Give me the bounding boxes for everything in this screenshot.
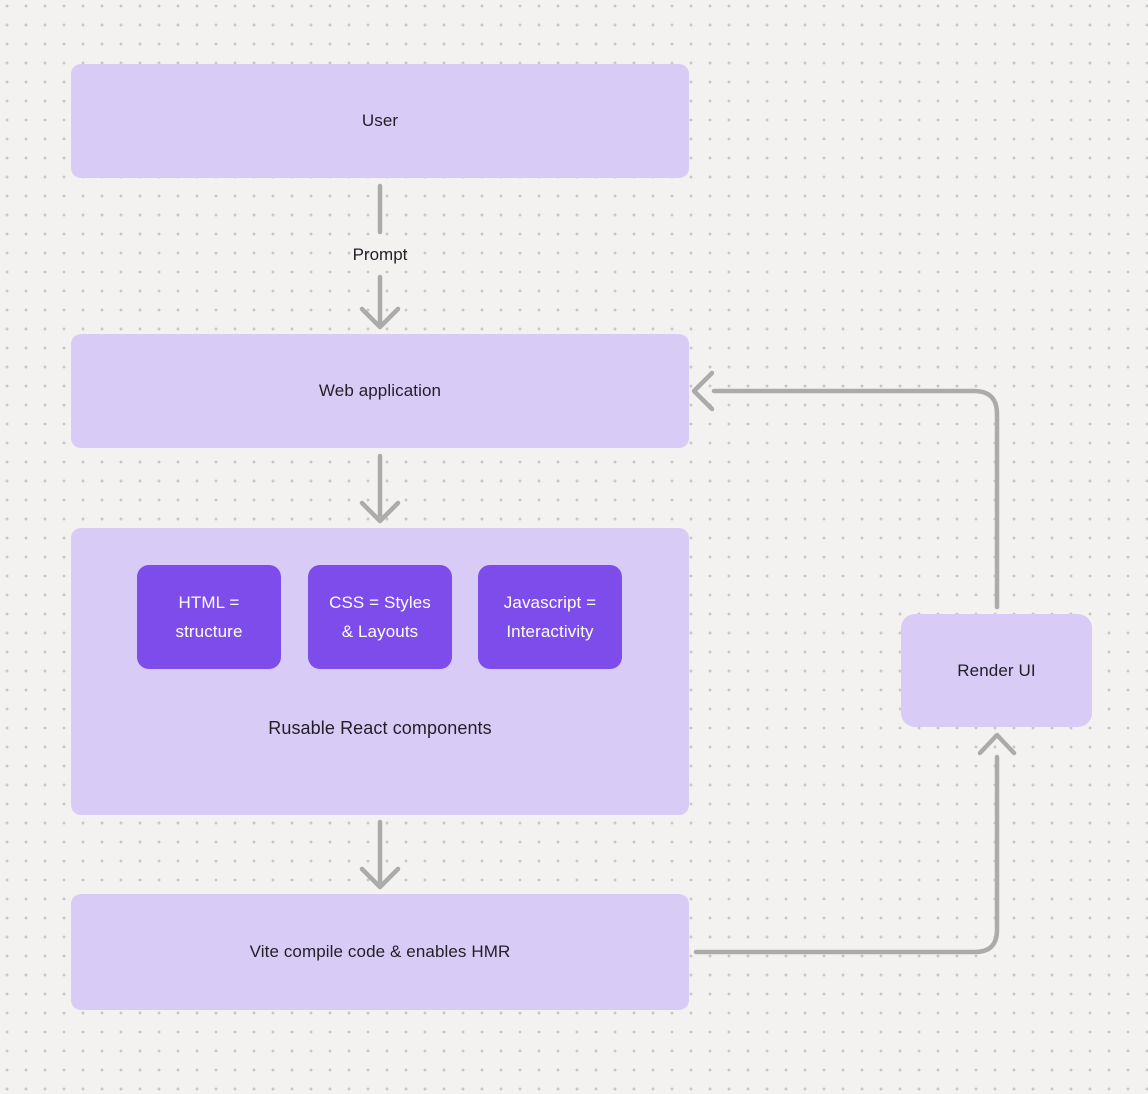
node-components-group: HTML = structure CSS = Styles & Layouts … [71, 528, 689, 815]
chip-javascript-line1: Javascript = [503, 593, 597, 612]
components-group-caption: Rusable React components [268, 718, 492, 738]
node-vite: Vite compile code & enables HMR [71, 894, 689, 1010]
chip-css-line1: CSS = Styles [329, 593, 431, 612]
edge-render-to-web-line [711, 388, 1000, 610]
node-web-application-label: Web application [318, 381, 442, 400]
edge-web-to-group-arrowhead-icon [359, 500, 401, 524]
edge-render-to-web-arrowhead-icon [691, 370, 715, 412]
edge-vite-to-render-line [693, 754, 1000, 955]
chip-html-line2: structure [175, 622, 243, 641]
node-render-ui-label: Render UI [957, 660, 1036, 680]
edge-label-prompt: Prompt [352, 245, 408, 264]
edge-user-to-web-arrowhead-icon [359, 306, 401, 330]
chip-html-line1: HTML = [178, 593, 240, 612]
chip-css: CSS = Styles & Layouts [308, 565, 452, 669]
chip-javascript: Javascript = Interactivity [478, 565, 622, 669]
node-user: User [71, 64, 689, 178]
node-user-label: User [361, 111, 399, 130]
chip-html: HTML = structure [137, 565, 281, 669]
chip-javascript-line2: Interactivity [506, 622, 594, 641]
chip-css-line2: & Layouts [341, 622, 419, 641]
edge-vite-to-render-arrowhead-icon [977, 732, 1017, 756]
node-web-application: Web application [71, 334, 689, 448]
node-vite-label: Vite compile code & enables HMR [249, 942, 511, 961]
node-render-ui: Render UI [901, 614, 1092, 727]
edge-group-to-vite-arrowhead-icon [359, 866, 401, 890]
